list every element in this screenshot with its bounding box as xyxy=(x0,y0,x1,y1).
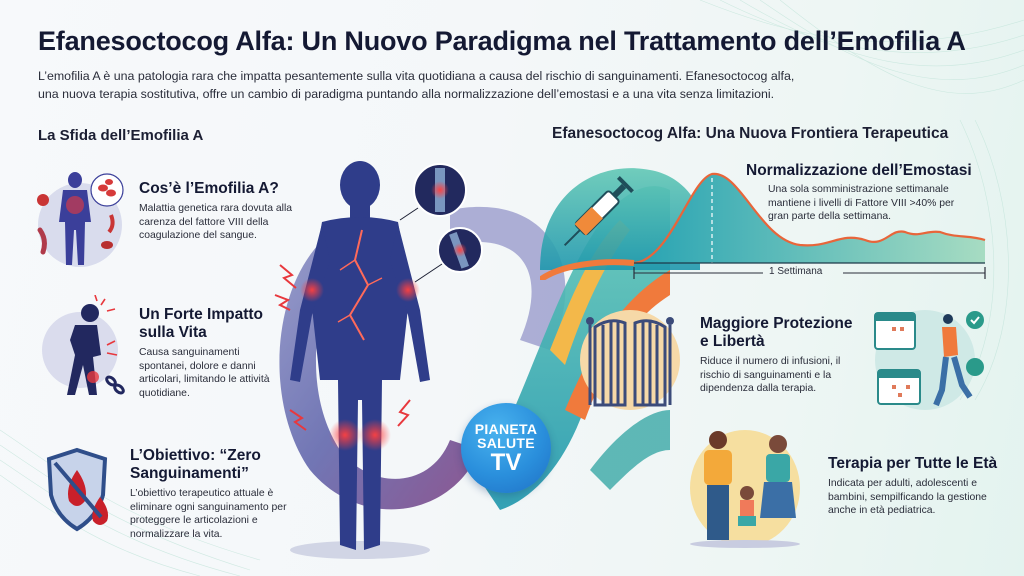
card-title: Cos’è l’Emofilia A? xyxy=(139,180,279,197)
card-cos-e-emofilia: Cos’è l’Emofilia A? Malattia genetica ra… xyxy=(139,180,299,243)
card-title: Normalizzazione dell’Emostasi xyxy=(746,162,972,179)
shield-no-blood-icon xyxy=(46,447,109,532)
open-gate-icon xyxy=(580,310,680,410)
week-timeline xyxy=(633,267,986,279)
card-obiettivo: L’Obiettivo: “Zero Sanguinamenti” L’obie… xyxy=(130,447,305,541)
page-title: Efanesoctocog Alfa: Un Nuovo Paradigma n… xyxy=(38,26,966,56)
card-title: Terapia per Tutte le Età xyxy=(828,455,998,472)
card-text: Causa sanguinamenti spontanei, dolore e … xyxy=(139,347,270,399)
left-section-heading: La Sfida dell’Emofilia A xyxy=(38,127,204,144)
card-normalizzazione: Normalizzazione dell’Emostasi Una sola s… xyxy=(746,162,1006,224)
pianeta-salute-tv-logo: PIANETA SALUTE TV xyxy=(461,403,551,493)
card-text: Malattia genetica rara dovuta alla caren… xyxy=(139,203,293,242)
body-blood-cells-icon xyxy=(37,172,124,267)
card-maggiore-protezione: Maggiore Protezione e Libertà Riduce il … xyxy=(700,315,865,396)
card-title: Un Forte Impatto sulla Vita xyxy=(139,306,263,341)
card-title: L’Obiettivo: “Zero Sanguinamenti” xyxy=(130,447,261,482)
person-pain-chain-icon xyxy=(42,295,125,395)
syringe-icon xyxy=(563,176,634,247)
logo-line-2: SALUTE xyxy=(477,434,535,451)
family-icon xyxy=(690,430,800,548)
factor-viii-curve-graphic xyxy=(540,168,986,280)
card-text: Riduce il numero di infusioni, il rischi… xyxy=(700,356,841,395)
card-text: L’obiettivo terapeutico attuale è elimin… xyxy=(130,488,287,540)
week-label: 1 Settimana xyxy=(769,266,823,277)
card-title: Maggiore Protezione e Libertà xyxy=(700,315,853,350)
card-forte-impatto: Un Forte Impatto sulla Vita Causa sangui… xyxy=(139,306,289,400)
human-body-figure xyxy=(290,161,430,550)
card-terapia-eta: Terapia per Tutte le Età Indicata per ad… xyxy=(828,455,1013,518)
calendar-runner-icon xyxy=(874,310,984,410)
card-text: Indicata per adulti, adolescenti e bambi… xyxy=(828,478,987,517)
intro-paragraph: L’emofilia A è una patologia rara che im… xyxy=(38,69,795,101)
card-text: Una sola somministrazione settimanale ma… xyxy=(768,184,955,223)
right-section-heading: Efanesoctocog Alfa: Una Nuova Frontiera … xyxy=(552,125,949,142)
logo-line-3: TV xyxy=(490,448,522,476)
logo-line-1: PIANETA xyxy=(474,420,538,437)
